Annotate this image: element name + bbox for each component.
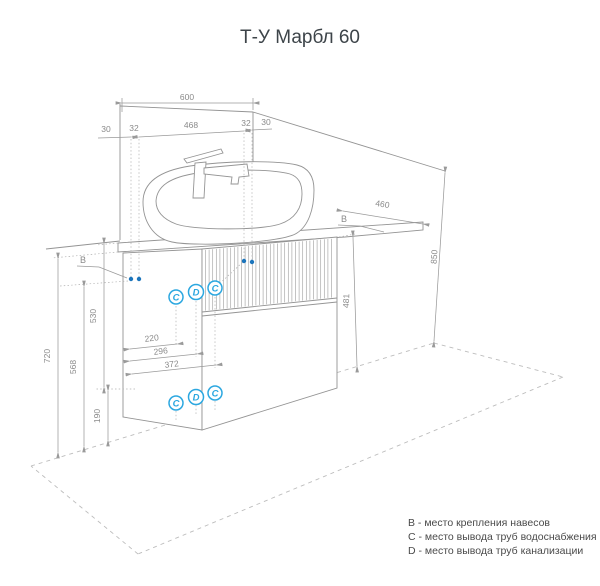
water-marker-icon: C	[173, 399, 180, 410]
mount-labels: B B	[76, 214, 385, 279]
water-marker-icon: C	[173, 293, 180, 304]
pipe-markers-lower: C D C	[168, 385, 223, 411]
dim-left-inner: 32	[129, 123, 139, 133]
mount-label-left: B	[80, 255, 86, 265]
dim-mid-height: 568	[68, 360, 78, 374]
faucet-body	[192, 161, 207, 199]
dim-right-outer: 30	[261, 117, 271, 127]
legend-item-drain: D - место вывода труб канализации	[408, 545, 583, 557]
dimensions: 600 30 32 468 32 30 460 850 481 720 568 …	[42, 92, 448, 459]
dim-floor-gap: 190	[92, 409, 102, 423]
cabinet-front-panel	[201, 236, 338, 431]
drawer-gap	[201, 301, 338, 317]
dim-total-height: 850	[429, 249, 440, 264]
flute-lines	[205, 238, 332, 311]
mount-dot	[241, 258, 247, 264]
drain-marker-icon: D	[193, 288, 200, 299]
reference-lines	[51, 133, 356, 422]
dim-pipe-2: 296	[153, 345, 169, 357]
mount-dot	[249, 259, 255, 265]
water-marker-icon: C	[212, 284, 219, 295]
dim-depth: 460	[375, 198, 391, 210]
mounting-dots	[128, 258, 255, 282]
faucet-spout	[203, 163, 250, 185]
dim-pipe-1: 220	[144, 332, 160, 344]
mount-dot	[136, 276, 142, 282]
dim-mount-height: 720	[42, 349, 52, 363]
dim-right-inner: 32	[241, 118, 251, 128]
dim-cabinet-height: 481	[341, 293, 351, 308]
dim-total-width: 600	[180, 92, 194, 102]
water-marker-icon: C	[212, 389, 219, 400]
dim-center-width: 468	[184, 120, 198, 130]
legend-item-water: C - место вывода труб водоснабжения	[408, 531, 597, 543]
dim-left-outer: 30	[101, 124, 111, 134]
legend-item-mount: B - место крепления навесов	[408, 517, 550, 529]
faucet-lever	[183, 148, 224, 164]
mount-dot	[128, 276, 134, 282]
cabinet-side-panel	[122, 248, 203, 431]
pipe-markers-upper: C D C	[168, 280, 223, 305]
fluted-band-bottom	[201, 297, 338, 313]
page-title: Т-У Марбл 60	[240, 27, 360, 48]
drain-marker-icon: D	[193, 393, 200, 404]
faucet	[183, 148, 250, 199]
mount-label-right: B	[341, 214, 347, 224]
dim-box-height: 530	[88, 309, 98, 323]
dim-pipe-3: 372	[164, 358, 180, 370]
legend: B - место крепления навесов C - место вы…	[408, 517, 597, 557]
